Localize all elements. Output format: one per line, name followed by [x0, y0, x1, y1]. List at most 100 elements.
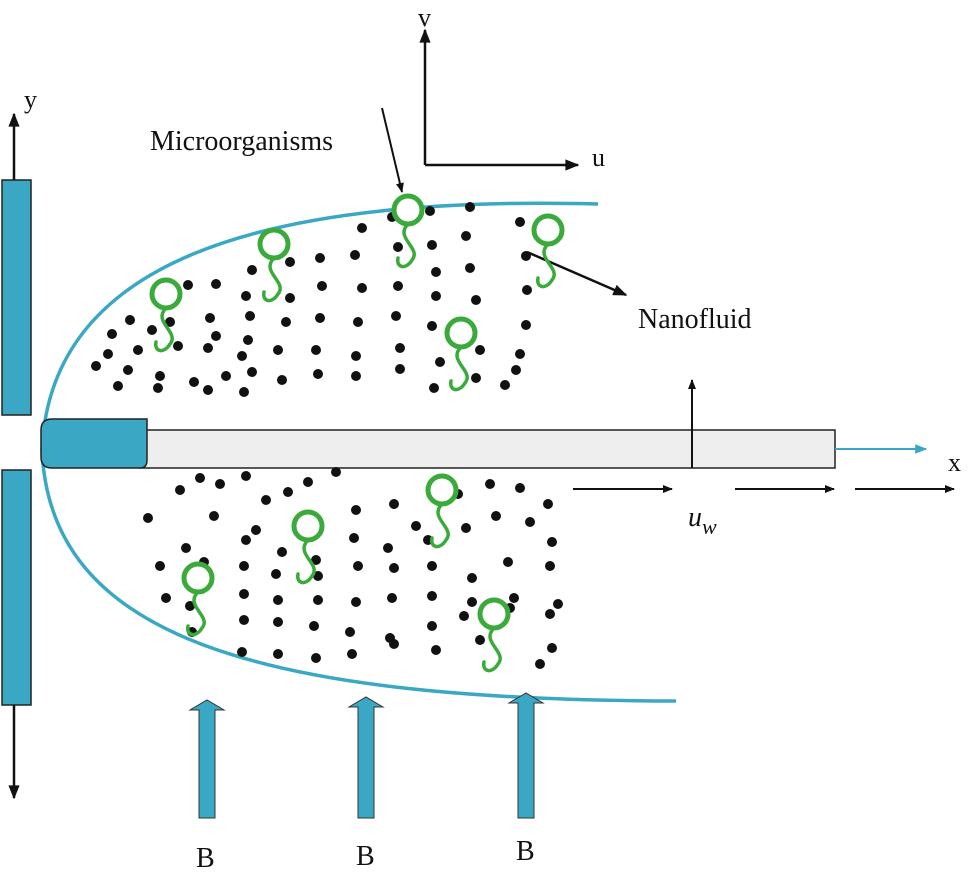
nanoparticle [521, 320, 531, 330]
nanoparticle [511, 365, 521, 375]
nanoparticle [485, 479, 495, 489]
nanoparticle [185, 601, 195, 611]
nanoparticle [429, 383, 439, 393]
nanoparticle [491, 511, 501, 521]
nanoparticle [543, 499, 553, 509]
microorganisms-pointer [381, 107, 404, 193]
nanoparticle [311, 555, 321, 565]
nanoparticle [123, 365, 133, 375]
nanoparticle [465, 202, 475, 212]
microorganism-body [391, 193, 425, 227]
microorganism-flagellum [154, 306, 174, 353]
nanoparticle [211, 279, 221, 289]
nanoparticle [165, 317, 175, 327]
y-axis-label: y [24, 85, 37, 114]
nanoparticle [155, 371, 165, 381]
nanoparticle [315, 253, 325, 263]
microorganism-flagellum [449, 345, 469, 392]
nanoparticle [515, 349, 525, 359]
microorganisms [149, 193, 565, 673]
microorganism-flagellum [482, 626, 502, 673]
nanoparticle [215, 479, 225, 489]
microorganism [444, 316, 478, 392]
magnetic-field-label-2: B [356, 841, 375, 872]
microorganism-body [425, 473, 459, 507]
nanoparticle [389, 639, 399, 649]
nanoparticle [313, 595, 323, 605]
nanoparticle [475, 635, 485, 645]
nanoparticle [515, 483, 525, 493]
microorganism-body [531, 213, 565, 247]
microorganism [149, 277, 183, 353]
nanoparticle [391, 311, 401, 321]
nanoparticle [500, 380, 510, 390]
nanoparticle [183, 280, 193, 290]
nanoparticle [245, 311, 255, 321]
nanoparticle [553, 599, 563, 609]
nanoparticle [347, 649, 357, 659]
nanofluid-label: Nanofluid [638, 304, 752, 335]
stretching-sheet [139, 429, 836, 469]
nanoparticle [303, 477, 313, 487]
nanoparticle [155, 561, 165, 571]
nanoparticle [273, 345, 283, 355]
nanoparticle [351, 597, 361, 607]
nanoparticle [311, 653, 321, 663]
nanoparticle [351, 351, 361, 361]
nanoparticle [425, 206, 435, 216]
wall-velocity-symbol: u [688, 502, 702, 533]
nanoparticle [285, 293, 295, 303]
nanoparticle [203, 343, 213, 353]
microorganism [391, 193, 425, 269]
microorganism-flagellum [396, 222, 416, 269]
nanoparticle [545, 561, 555, 571]
nanoparticle [243, 335, 253, 345]
v-axis-label: v [418, 3, 431, 32]
nanoparticle [237, 351, 247, 361]
nanoparticle [317, 281, 327, 291]
nanoparticle [211, 331, 221, 341]
nanoparticle [471, 295, 481, 305]
nanoparticle [205, 313, 215, 323]
microorganism-body [257, 227, 291, 261]
nanoparticle [133, 345, 143, 355]
nanoparticle [143, 513, 153, 523]
nanoparticle [247, 367, 257, 377]
nanoparticle [522, 285, 532, 295]
nanoparticle [395, 364, 405, 374]
nanoparticle [261, 495, 271, 505]
microorganism-body [444, 316, 478, 350]
x-axis-label: x [948, 448, 961, 477]
nanoparticle [467, 573, 477, 583]
nanoparticle [345, 627, 355, 637]
microorganism [531, 213, 565, 289]
nanofluid-pointer [526, 250, 628, 297]
microorganism-body [477, 597, 511, 631]
nanoparticle [427, 591, 437, 601]
nanoparticle [395, 343, 405, 353]
magnetic-field-label-3: B [516, 836, 535, 867]
nanoparticle [251, 525, 261, 535]
magnetic-field-arrow-3 [507, 692, 545, 819]
nanoparticle [273, 649, 283, 659]
nanoparticle [431, 645, 441, 655]
microorganisms-label: Microorganisms [150, 126, 333, 157]
nanoparticle [465, 263, 475, 273]
nanoparticle [277, 547, 287, 557]
nanoparticle [349, 533, 359, 543]
nanoparticle [545, 609, 555, 619]
nanoparticle [427, 321, 437, 331]
nanoparticle [331, 467, 341, 477]
nanoparticle [173, 341, 183, 351]
nanoparticle [175, 485, 185, 495]
nanoparticle [547, 537, 557, 547]
microorganism-body [291, 509, 325, 543]
nanoparticle [107, 329, 117, 339]
microorganism-flagellum [186, 590, 206, 637]
microorganism-flagellum [296, 538, 316, 585]
microorganism-flagellum [536, 242, 556, 289]
nanoparticle [153, 383, 163, 393]
nanoparticle [239, 561, 249, 571]
nanoparticle [350, 250, 360, 260]
nanoparticle [393, 281, 403, 291]
